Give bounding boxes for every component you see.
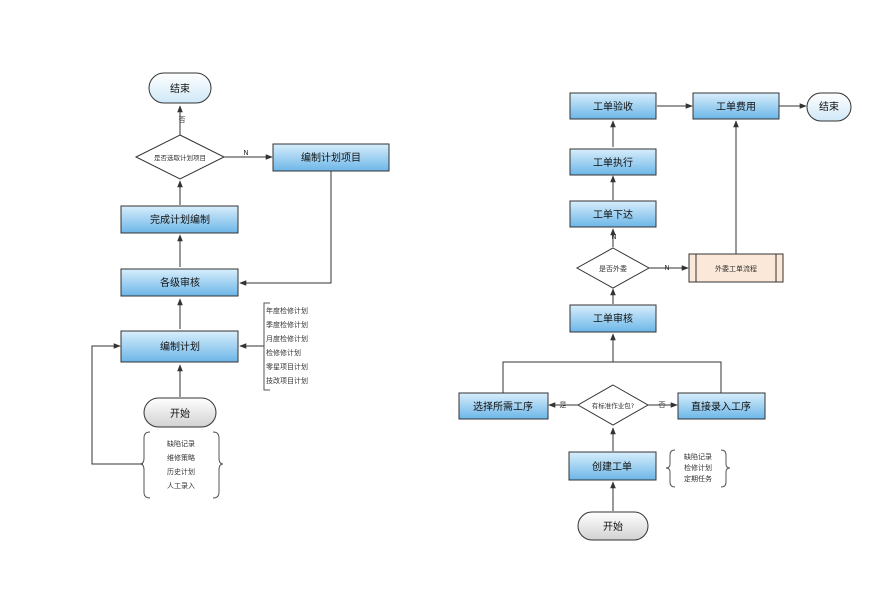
- compile-plan-label: 编制计划: [160, 340, 200, 353]
- left-input-1: 维修策略: [167, 453, 195, 462]
- cost-label: 工单费用: [716, 100, 756, 113]
- execute-box: 工单执行: [569, 148, 657, 176]
- complete-plan-box: 完成计划编制: [120, 205, 239, 234]
- left-decision-label: 是否选取计划项目: [154, 153, 206, 162]
- arrow-inputs-to-plan: [91, 343, 143, 465]
- select-procedure-box: 选择所需工序: [458, 392, 549, 420]
- compile-plan-items-box: 编制计划项目: [272, 143, 390, 172]
- accept-label: 工单验收: [593, 100, 633, 113]
- plan-type-1: 季度检修计划: [266, 320, 308, 329]
- order-review-box: 工单审核: [569, 304, 657, 333]
- left-end-terminal: 结束: [148, 72, 212, 104]
- plan-type-3: 检修修计划: [266, 348, 301, 357]
- create-order-label: 创建工单: [592, 460, 632, 473]
- right-label-n-top: N: [611, 233, 616, 241]
- right-source-2: 定期任务: [684, 474, 712, 483]
- right-label-n-side: N: [664, 264, 669, 272]
- cost-box: 工单费用: [692, 92, 780, 120]
- outsource-process-box: 外委工单流程: [688, 253, 784, 283]
- right-source-0: 缺陷记录: [684, 452, 712, 461]
- compile-plan-items-label: 编制计划项目: [301, 151, 361, 164]
- right-start-label: 开始: [603, 520, 623, 533]
- right-label-no: 否: [659, 401, 666, 409]
- std-package-decision-diamond: 有标准作业包?: [576, 384, 650, 426]
- right-source-1: 检修计划: [684, 463, 712, 472]
- accept-box: 工单验收: [569, 92, 657, 120]
- plan-type-2: 月度检修计划: [266, 334, 308, 343]
- right-end-label: 结束: [819, 100, 839, 113]
- plan-types-annotation: 年度检修计划 季度检修计划 月度检修计划 检修修计划 零星项目计划 技改项目计划: [263, 302, 308, 391]
- compile-plan-box: 编制计划: [120, 330, 239, 363]
- order-review-label: 工单审核: [593, 312, 633, 325]
- left-input-2: 历史计划: [167, 467, 195, 476]
- left-label-no: 否: [179, 116, 186, 124]
- plan-type-5: 技改项目计划: [266, 376, 308, 385]
- left-inputs-annotation: 缺陷记录 维修策略 历史计划 人工录入: [139, 431, 224, 499]
- left-connectors: [91, 105, 332, 465]
- outsource-process-label: 外委工单流程: [715, 264, 757, 273]
- left-input-0: 缺陷记录: [167, 439, 195, 448]
- left-decision-diamond: 是否选取计划项目: [134, 134, 226, 180]
- direct-entry-box: 直接录入工序: [677, 392, 766, 420]
- execute-label: 工单执行: [593, 156, 633, 169]
- plan-type-0: 年度检修计划: [266, 306, 308, 315]
- right-sources-annotation: 缺陷记录 检修计划 定期任务: [665, 449, 731, 488]
- select-procedure-label: 选择所需工序: [473, 400, 533, 413]
- right-flow: 工单验收 工单费用 结束 工单执行 工单下达 N 是否外委 N: [458, 92, 852, 541]
- left-end-label: 结束: [170, 82, 190, 95]
- plan-type-4: 零星项目计划: [266, 362, 308, 371]
- issue-label: 工单下达: [593, 209, 633, 221]
- arrow-compile-to-review: [239, 171, 332, 286]
- outsource-decision-label: 是否外委: [599, 264, 627, 273]
- left-start-terminal: 开始: [143, 397, 217, 428]
- left-flow: 结束 否 是否选取计划项目 N 编制计划项目 完成计划编制 各级审核 编制计划: [91, 72, 390, 499]
- join-line: [502, 361, 722, 393]
- direct-entry-label: 直接录入工序: [691, 400, 751, 413]
- issue-box: 工单下达: [569, 200, 657, 228]
- left-input-3: 人工录入: [167, 482, 195, 490]
- outsource-decision-diamond: 是否外委: [575, 247, 651, 289]
- create-order-box: 创建工单: [568, 451, 657, 481]
- right-label-yes: 是: [560, 401, 567, 409]
- complete-plan-label: 完成计划编制: [150, 213, 210, 226]
- level-review-label: 各级审核: [160, 276, 200, 289]
- right-connectors: [502, 103, 807, 511]
- std-package-decision-label: 有标准作业包?: [592, 401, 634, 410]
- left-start-label: 开始: [170, 407, 190, 420]
- level-review-box: 各级审核: [120, 268, 239, 297]
- left-label-n: N: [243, 149, 248, 157]
- right-start-terminal: 开始: [577, 511, 649, 541]
- right-end-terminal: 结束: [806, 92, 852, 122]
